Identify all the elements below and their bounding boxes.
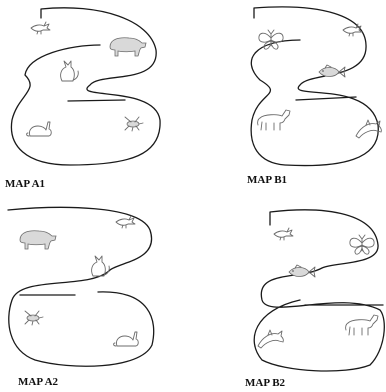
- map-label: MAP A2: [18, 376, 59, 388]
- map-b1: MAP B1: [247, 7, 381, 186]
- map-a1: MAP A1: [5, 8, 160, 190]
- bird-icon: [274, 228, 293, 240]
- rabbit-icon: [27, 122, 52, 136]
- fish-icon: [289, 265, 315, 277]
- map-a2: MAP A2: [8, 207, 154, 388]
- map-outline: [251, 7, 378, 166]
- map-b2: MAP B2: [245, 210, 384, 389]
- map-label: MAP B2: [245, 377, 286, 389]
- map-label: MAP A1: [5, 178, 45, 190]
- horse-icon: [346, 315, 378, 335]
- horse-icon: [258, 110, 290, 130]
- map-inner-wall: [68, 100, 125, 101]
- fly-icon: [25, 311, 43, 325]
- fish-icon: [319, 65, 345, 77]
- rabbit-icon: [114, 332, 139, 346]
- bird-icon: [31, 22, 50, 34]
- fox-icon: [61, 61, 79, 81]
- bear-icon: [110, 38, 146, 56]
- butterfly-icon: [350, 235, 374, 254]
- dolphin-icon: [258, 330, 283, 348]
- bear-icon: [20, 231, 56, 249]
- bird-icon: [116, 216, 135, 228]
- bird-icon: [343, 24, 362, 36]
- fly-icon: [125, 117, 143, 131]
- map-inner-wall: [296, 97, 356, 100]
- map-outline: [11, 8, 160, 165]
- butterfly-icon: [259, 30, 283, 49]
- map-label: MAP B1: [247, 174, 287, 186]
